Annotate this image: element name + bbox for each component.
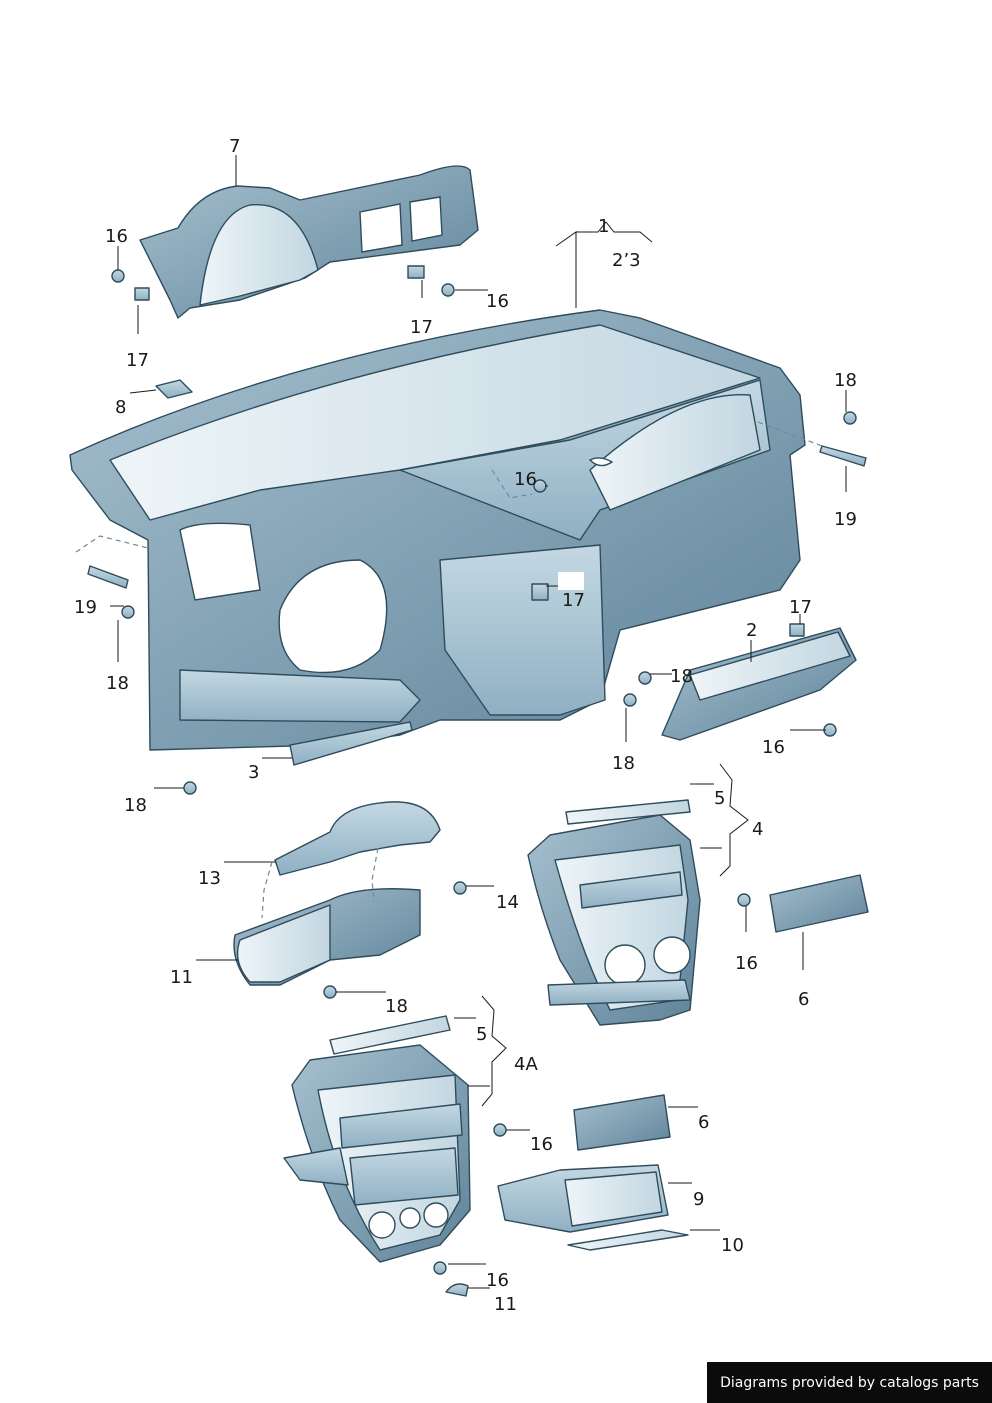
clip-part-8 <box>155 379 193 399</box>
callout-2: 2 <box>746 620 757 641</box>
dashboard-panel <box>69 309 806 751</box>
callout-18-c: 18 <box>670 666 693 687</box>
callout-11-b: 11 <box>494 1294 517 1315</box>
label-mask <box>558 572 584 590</box>
callout-16-a: 16 <box>105 226 128 247</box>
callout-16-f: 16 <box>530 1134 553 1155</box>
callout-3: 3 <box>248 762 259 783</box>
callout-4a: 4A <box>514 1054 538 1075</box>
callout-8: 8 <box>115 397 126 418</box>
callout-13: 13 <box>198 868 221 889</box>
fasteners <box>87 265 867 1275</box>
callout-9: 9 <box>693 1189 704 1210</box>
instrument-cluster-cover <box>139 165 479 319</box>
callout-16-d: 16 <box>762 737 785 758</box>
callout-18-e: 18 <box>124 795 147 816</box>
callout-18-a: 18 <box>834 370 857 391</box>
diagram-credit-footer: Diagrams provided by catalogs parts <box>707 1362 992 1403</box>
cap-part-11 <box>445 1283 469 1297</box>
callout-14: 14 <box>496 892 519 913</box>
lower-parts <box>445 1094 689 1297</box>
callout-1: 1 <box>598 216 609 237</box>
callout-6-b: 6 <box>698 1112 709 1133</box>
callout-19-a: 19 <box>834 509 857 530</box>
callout-16-g: 16 <box>486 1270 509 1291</box>
console-strip-part-5 <box>565 799 691 825</box>
callout-16-c: 16 <box>514 469 537 490</box>
center-console-part-4 <box>527 799 701 1026</box>
callout-2-3: 2’3 <box>612 250 641 271</box>
steering-column-cover <box>233 801 441 986</box>
callout-19-b: 19 <box>74 597 97 618</box>
insert-part-6-upper <box>769 874 869 933</box>
callout-labels: 7 1 2’3 16 16 17 17 8 18 19 16 17 19 18 … <box>74 136 857 1315</box>
mat-part-10 <box>567 1229 689 1251</box>
callout-16-e: 16 <box>735 953 758 974</box>
insert-part-6-lower <box>573 1094 671 1151</box>
callout-17-d: 17 <box>789 597 812 618</box>
callout-17-c: 17 <box>562 590 585 611</box>
callout-4: 4 <box>752 819 763 840</box>
callout-11-a: 11 <box>170 967 193 988</box>
callout-17-a: 17 <box>126 350 149 371</box>
callout-18-d: 18 <box>612 753 635 774</box>
callout-5-a: 5 <box>714 788 725 809</box>
callout-16-b: 16 <box>486 291 509 312</box>
callout-5-b: 5 <box>476 1024 487 1045</box>
callout-6-a: 6 <box>798 989 809 1010</box>
callout-7: 7 <box>229 136 240 157</box>
footer-text: Diagrams provided by catalogs parts <box>720 1374 979 1391</box>
center-console-part-4a <box>283 1015 471 1263</box>
leader-lines <box>75 155 847 1289</box>
callout-18-f: 18 <box>385 996 408 1017</box>
console-strip-part-5b <box>329 1015 451 1055</box>
exploded-parts-diagram: 7 1 2’3 16 16 17 17 8 18 19 16 17 19 18 … <box>69 136 869 1315</box>
callout-10: 10 <box>721 1235 744 1256</box>
callout-18-b: 18 <box>106 673 129 694</box>
trim-strip-part-3 <box>289 721 413 766</box>
callout-17-b: 17 <box>410 317 433 338</box>
side-tray-part-2 <box>661 627 857 741</box>
